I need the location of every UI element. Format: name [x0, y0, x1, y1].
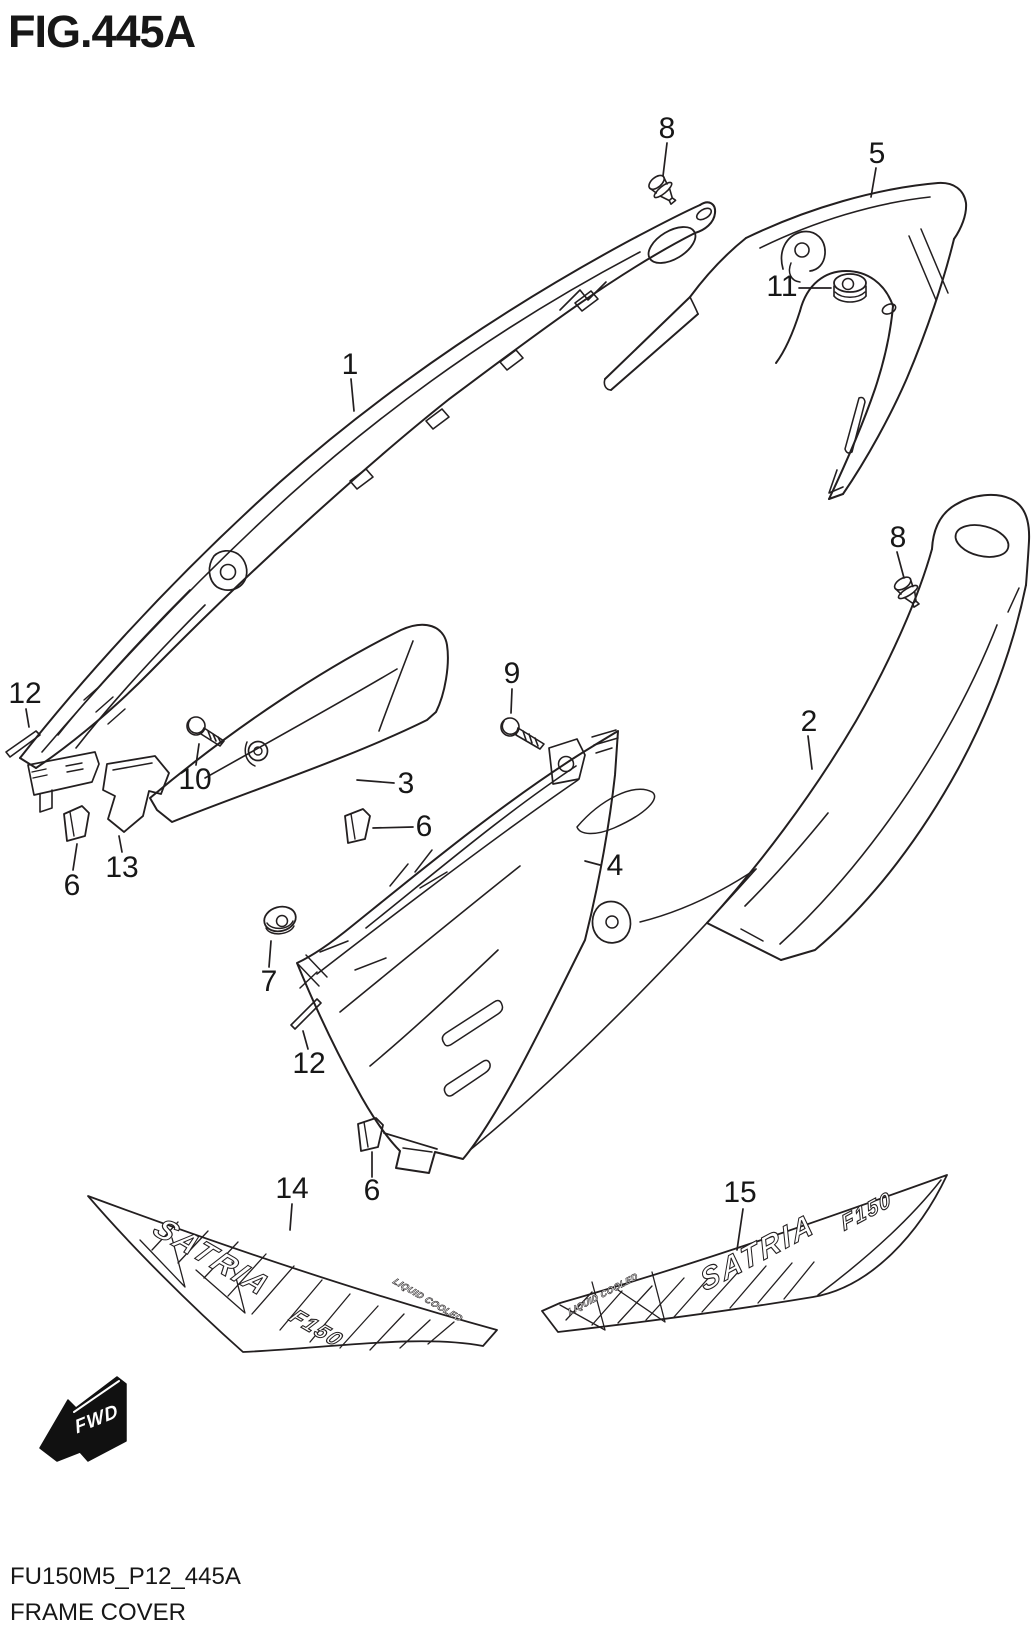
- part14-decal-drawing: [87, 1195, 498, 1353]
- fwd-arrow: [39, 1376, 127, 1462]
- callout-part11: 11: [766, 270, 798, 303]
- callout-part10: 10: [178, 763, 212, 796]
- part4-side-panel-drawing: [296, 729, 757, 1174]
- callout-part1: 1: [341, 348, 359, 381]
- part6-cushion-mid-drawing: [344, 808, 371, 844]
- callout-part4: 4: [606, 849, 624, 882]
- callout-part6-mid: 6: [415, 810, 433, 843]
- part8-clip-right-drawing: [893, 576, 920, 608]
- callout-part5: 5: [868, 137, 886, 170]
- figure-title: FIG.445A: [8, 6, 196, 57]
- callout-part6-bottom: 6: [363, 1174, 381, 1207]
- part6-cushion-bottom-drawing: [357, 1117, 384, 1152]
- part1-frame-cover-drawing: [19, 201, 717, 813]
- callout-part6-left: 6: [63, 869, 81, 902]
- part6-cushion-left-drawing: [63, 805, 90, 842]
- footer-part-code: FU150M5_P12_445A: [10, 1563, 241, 1590]
- part5-tail-cover-drawing: [603, 181, 968, 500]
- part15-decal-drawing: [541, 1174, 948, 1333]
- callout-part14: 14: [275, 1172, 309, 1205]
- callout-part3: 3: [397, 767, 415, 800]
- part2-frame-cover-drawing: [706, 493, 1031, 961]
- part8-clip-top-drawing: [648, 174, 677, 205]
- callout-part9: 9: [503, 657, 521, 690]
- callout-part2: 2: [800, 705, 818, 738]
- footer-figure-name: FRAME COVER: [10, 1599, 187, 1626]
- part12-strip-left-drawing: [5, 730, 41, 758]
- part9-screw-drawing: [500, 717, 545, 750]
- part11-grommet-drawing: [833, 273, 867, 303]
- part3-center-cover-drawing: [149, 623, 449, 823]
- callout-part12-left: 12: [8, 677, 42, 710]
- callout-part15: 15: [723, 1176, 757, 1209]
- callout-part13: 13: [105, 851, 139, 884]
- part7-grommet-drawing: [263, 905, 297, 935]
- callout-part7: 7: [260, 965, 278, 998]
- part12-strip-bottom-drawing: [290, 998, 322, 1030]
- callout-part12-bottom: 12: [292, 1047, 326, 1080]
- callout-part8-top: 8: [658, 112, 676, 145]
- part10-screw-drawing: [186, 716, 225, 747]
- part13-bracket-drawing: [102, 755, 170, 833]
- callout-part8-right: 8: [889, 521, 907, 554]
- callout-leader-lines: [25, 142, 905, 1251]
